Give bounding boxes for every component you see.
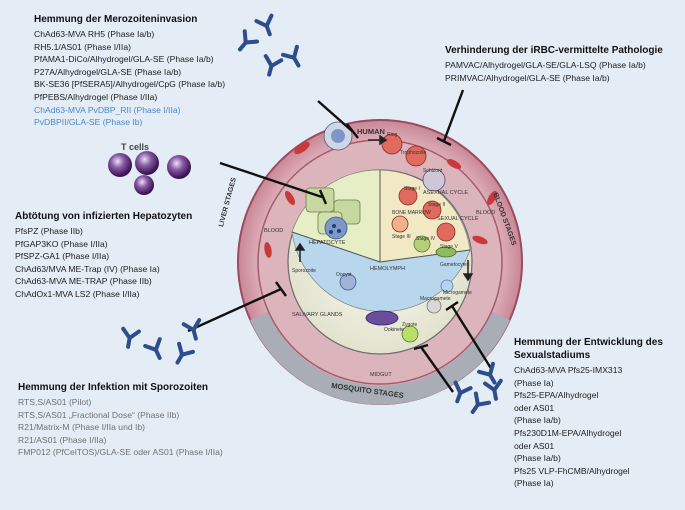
vaccine-list: RTS,S/AS01 (Pilot) RTS,S/AS01 „Fractional… xyxy=(18,396,223,459)
irbc-pathology-block: Verhinderung der iRBC-vermittelte Pathol… xyxy=(445,44,675,84)
vaccine-entry: PfAMA1-DiCo/Alhydrogel/GLA-SE (Phase Ia/… xyxy=(34,54,214,65)
vaccine-entry: ChAd63/MVA ME-Trap (IV) (Phase Ia) xyxy=(15,263,160,274)
cycle-arrows xyxy=(294,134,474,282)
vaccine-entry: PfGAP3KO (Phase I/IIa) xyxy=(15,238,108,249)
t-cell xyxy=(135,151,159,175)
vaccine-entry: (Phase Ia) xyxy=(514,377,554,388)
gametocytes-label: Gametocytes xyxy=(440,262,470,268)
sexual-cycle-label: SEXUAL CYCLE xyxy=(437,216,479,222)
hepatocyte-killing-block: Abtötung von infizierten Hepatozyten Pfs… xyxy=(15,210,225,301)
block-title: Hemmung der Merozoiteninvasion xyxy=(34,14,198,25)
vaccine-entry: PRIMVAC/Alhydrogel/GLA-SE (Phase Ia/b) xyxy=(445,72,610,83)
vaccine-entry: PfPEBS/Alhydrogel (Phase I/IIa) xyxy=(34,91,158,102)
hepatocyte-label: HEPATOCYTE xyxy=(309,240,346,246)
midgut-label: MIDGUT xyxy=(370,372,392,378)
vaccine-entry: PfsPZ (Phase IIb) xyxy=(15,226,83,236)
vaccine-entry: R21/AS01 (Phase I/IIa) xyxy=(18,434,107,445)
hemolymph-label: HEMOLYMPH xyxy=(370,266,406,272)
salivary-glands-label: SALIVARY GLANDS xyxy=(292,312,343,318)
vaccine-entry: ChAd63-MVA PvDBP_RII (Phase I/IIa) xyxy=(34,104,181,115)
sporozoite-infection-block: Hemmung der Infektion mit Sporozoiten RT… xyxy=(18,381,223,459)
t-cell xyxy=(108,153,132,177)
t-cell xyxy=(167,155,191,179)
vaccine-list: PAMVAC/Alhydrogel/GLA-SE/GLA-LSQ (Phase … xyxy=(445,59,675,84)
t-cells-label: T cells xyxy=(121,142,150,152)
vaccine-entry: ChAdOx1-MVA LS2 (Phase I/IIa) xyxy=(15,288,140,299)
sector-divider xyxy=(291,231,381,263)
vaccine-entry: R21/Matrix-M (Phase I/IIa und Ib) xyxy=(18,422,146,433)
block-title: Abtötung von infizierten Hepatozyten xyxy=(15,211,193,222)
vaccine-entry: ChAd63-MVA ME-TRAP (Phase IIb) xyxy=(15,276,152,287)
red-blood-cells xyxy=(264,141,498,258)
bone-marrow-label: BONE MARROW xyxy=(392,210,431,216)
vaccine-entry: BK-SE36 [PfSERA5]/Alhydrogel/CpG (Phase … xyxy=(34,79,226,90)
vaccine-entry: Pfs25-EPA/Alhydrogel xyxy=(514,390,599,401)
macrogamete-label: Macrogamete xyxy=(420,296,451,302)
asexual-cycle-cells xyxy=(323,121,446,192)
trophozoite-label: Trophozoite xyxy=(400,150,427,156)
schizont-label: Schizont xyxy=(423,168,443,174)
vaccine-entry: Pfs230D1M-EPA/Alhydrogel xyxy=(514,427,622,438)
sporozoite-label: Sporozoite xyxy=(292,268,316,274)
vaccine-entry: (Phase Ia/b) xyxy=(514,415,561,426)
vaccine-entry: PfSPZ-GA1 (Phase I/IIa) xyxy=(15,251,110,262)
hemolymph-sector xyxy=(291,231,471,312)
vaccine-entry: RTS,S/AS01 „Fractional Dose“ (Phase IIb) xyxy=(18,409,180,420)
vaccine-entry: ChAd63-MVA RH5 (Phase Ia/b) xyxy=(34,29,155,39)
ookinete-label: Ookinete xyxy=(384,327,405,333)
vaccine-entry: RH5.1/AS01 (Phase I/IIa) xyxy=(34,41,131,52)
block-title: Hemmung der Entwicklung des Sexualstadiu… xyxy=(514,337,663,361)
asexual-cycle-label: ASEXUAL CYCLE xyxy=(423,190,469,196)
vaccine-list: ChAd63-MVA Pfs25-IMX313 (Phase Ia) Pfs25-E… xyxy=(514,364,674,490)
zygote-label: Zygote xyxy=(402,322,418,328)
stage-label: Stage V xyxy=(440,244,458,250)
vaccine-list: ChAd63-MVA RH5 (Phase Ia/b) RH5.1/AS01 (P… xyxy=(34,28,284,129)
t-cells-group xyxy=(108,151,191,195)
vaccine-entry: ChAd63-MVA Pfs25-IMX313 xyxy=(514,365,623,375)
vaccine-entry: P27A/Alhydrogel/GLA-SE (Phase Ia/b) xyxy=(34,66,182,77)
stage-label: Stage IV xyxy=(416,236,436,242)
vaccine-entry: PAMVAC/Alhydrogel/GLA-SE/GLA-LSQ (Phase … xyxy=(445,60,646,70)
connector-bars xyxy=(275,123,459,351)
human-label: HUMAN xyxy=(357,127,385,136)
blood-label-left: BLOOD xyxy=(264,228,284,234)
t-cell xyxy=(134,175,154,195)
merozoite-invasion-block: Hemmung der Merozoiteninvasion ChAd63-MV… xyxy=(34,13,284,129)
microgamete-label: Microgamete xyxy=(443,290,472,296)
block-title: Hemmung der Infektion mit Sporozoiten xyxy=(18,382,209,393)
vaccine-entry: (Phase Ia/b) xyxy=(514,453,561,464)
connector-lines xyxy=(187,89,494,393)
vaccine-entry: oder AS01 xyxy=(514,402,555,413)
vaccine-entry: RTS,S/AS01 (Pilot) xyxy=(18,397,92,407)
vaccine-entry: oder AS01 xyxy=(514,440,555,451)
oocyst-label: Oocyst xyxy=(336,272,352,278)
stage-label: Stage I xyxy=(404,186,420,192)
block-title: Verhinderung der iRBC-vermittelte Pathol… xyxy=(445,45,663,56)
sexual-stage-block: Hemmung der Entwicklung des Sexualstadiu… xyxy=(514,336,674,490)
vaccine-entry: PvDBPII/GLA-SE (Phase Ib) xyxy=(34,117,143,128)
ring-label: Ring xyxy=(387,132,398,138)
stage-label: Stage II xyxy=(428,202,446,208)
vaccine-list: PfsPZ (Phase IIb) PfGAP3KO (Phase I/IIa) P… xyxy=(15,225,225,301)
blood-label-right: BLOOD xyxy=(476,210,496,216)
stage-label: Stage III xyxy=(392,234,411,240)
blood-stage-cells xyxy=(391,186,457,258)
vaccine-entry: FMP012 (PfCelTOS)/GLA-SE oder AS01 (Phas… xyxy=(18,447,223,458)
mosquito-stage-cells xyxy=(339,273,454,343)
vaccine-entry: Pfs25 VLP-FhCMB/Alhydrogel xyxy=(514,465,630,476)
vaccine-entry: (Phase Ia) xyxy=(514,478,554,489)
